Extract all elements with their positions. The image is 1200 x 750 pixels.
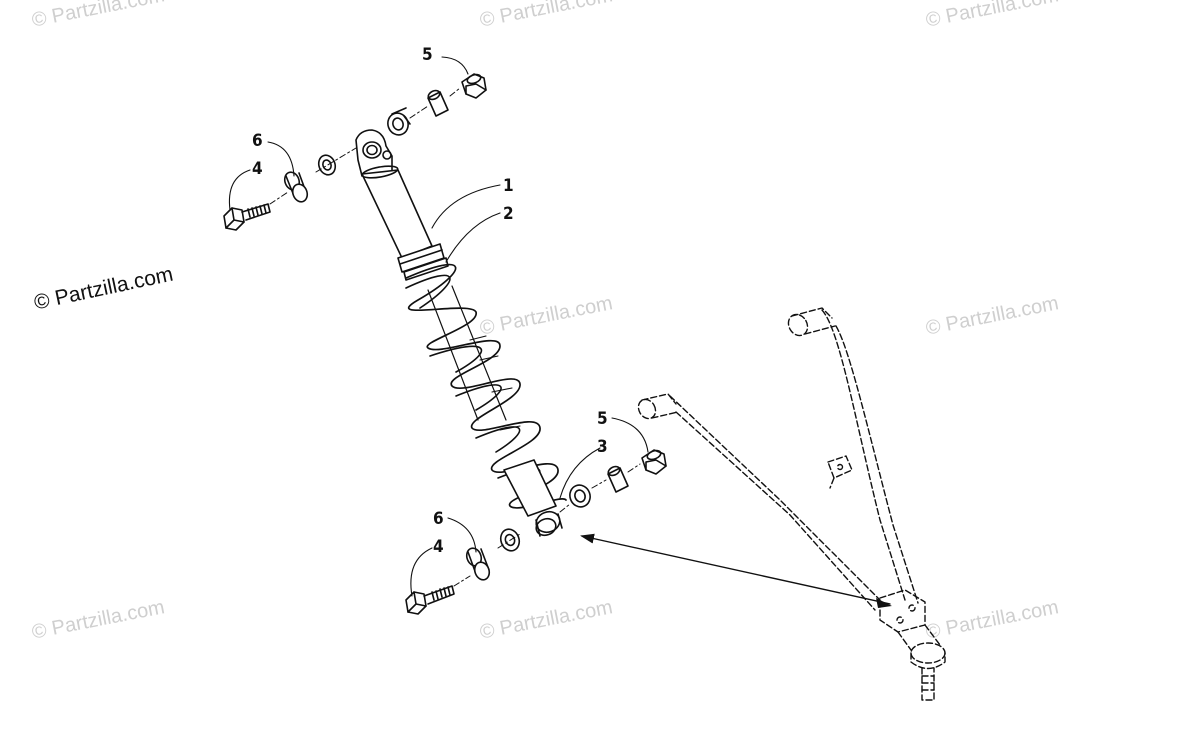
callout-6-bottom: 6 [433,509,444,529]
top-bushing [317,154,337,176]
bottom-spacer [607,465,629,493]
bottom-bolt [405,585,455,615]
top-hardware [223,73,487,231]
a-arm [637,307,946,701]
callout-4-bottom: 4 [433,537,444,557]
top-nut [461,73,487,99]
leader-lines [228,56,649,597]
callout-5-top: 5 [422,45,433,65]
callout-3: 3 [597,437,608,457]
bottom-nut [641,449,667,475]
top-sleeve [283,171,309,203]
top-spacer [427,89,449,117]
top-bushing-right [387,107,411,136]
bottom-bushing-right [569,484,591,508]
bottom-hardware [405,449,667,615]
callout-2: 2 [503,204,514,224]
bottom-sleeve [465,547,491,581]
callout-5-bottom: 5 [597,409,608,429]
callout-1: 1 [503,176,514,196]
mount-arrow [580,533,891,605]
top-bolt [223,203,271,231]
shock-absorber [355,129,567,537]
callout-6-top: 6 [252,131,263,151]
callout-4-top: 4 [252,159,263,179]
